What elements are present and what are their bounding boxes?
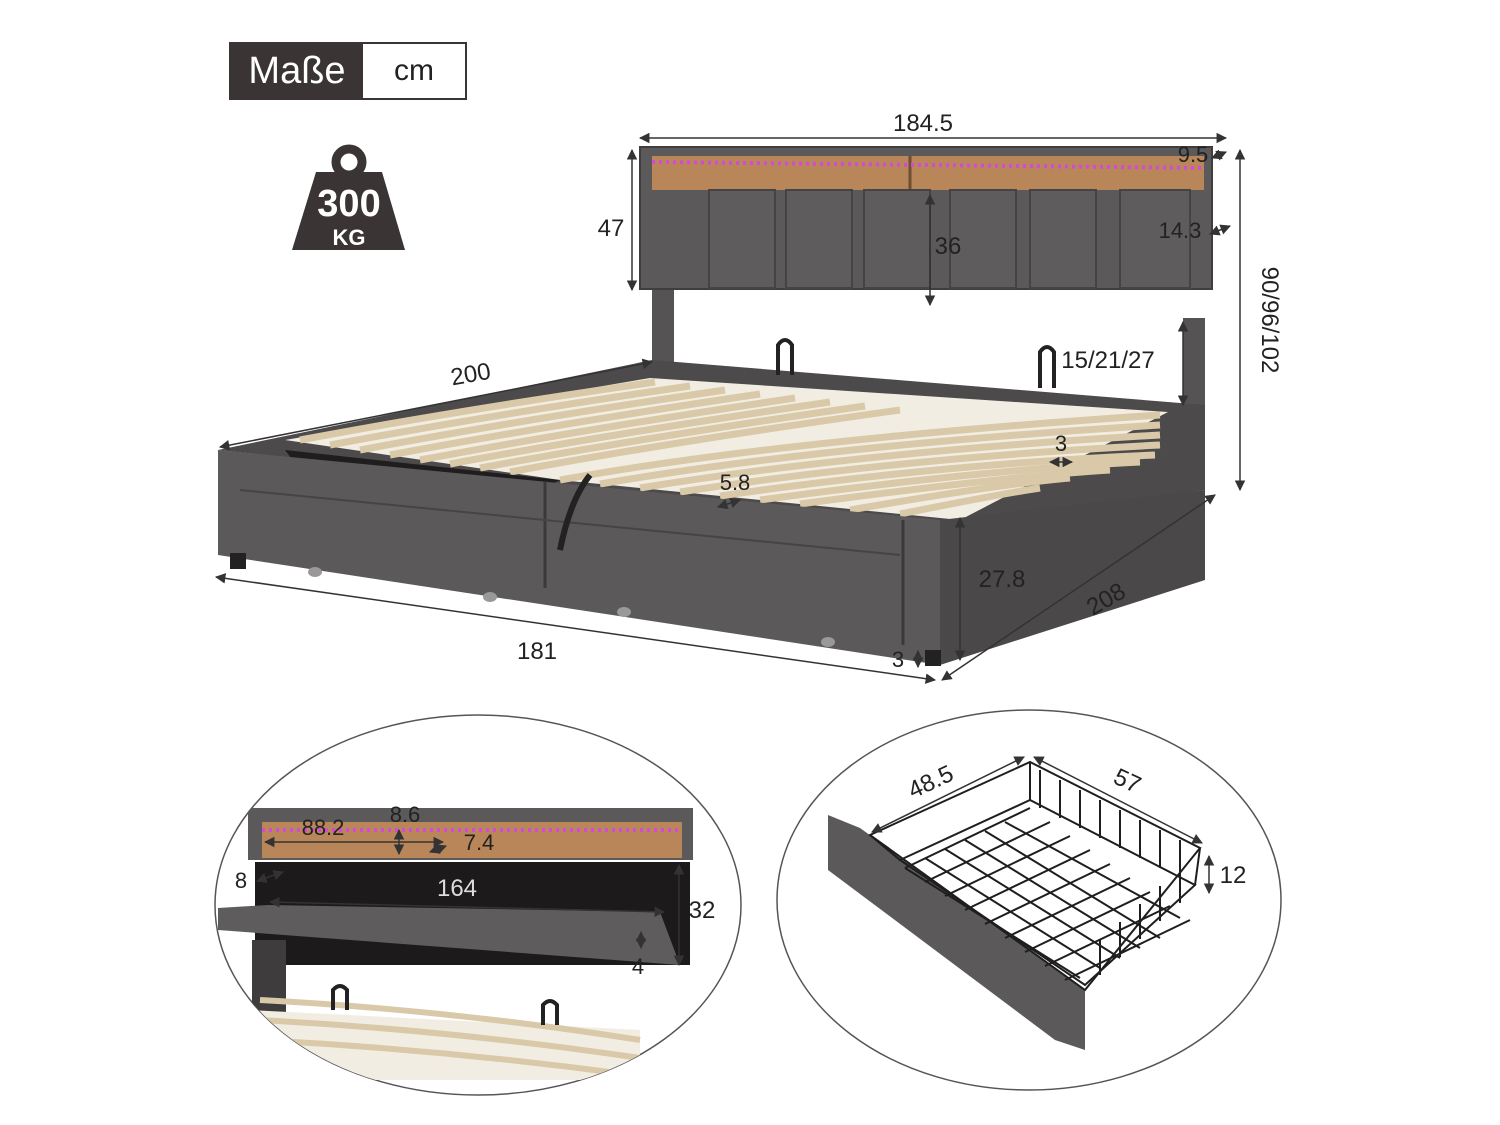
dim-frame-height: 27.8 [979,566,1026,593]
dim-slat-width: 5.8 [720,470,751,495]
dim-front-width: 181 [517,638,557,665]
dim-headboard-depth: 9.5 [1178,142,1209,167]
unit-badge-unit: cm [394,54,434,87]
dim-side-length: 200 [449,358,493,392]
unit-badge-label: Maße [231,44,363,98]
unit-badge: Maße cm [229,42,467,100]
dim-headboard-height: 47 [598,215,625,242]
dim-lip: 4 [632,954,644,979]
dim-shelf-inner-depth: 7.4 [464,830,495,855]
dim-storage-height: 32 [689,897,716,924]
weight-unit: KG [333,225,366,250]
dimension-lines [214,132,1246,684]
detail-headboard-storage: 88.2 8.6 7.4 8 164 32 4 [214,714,742,1096]
weight-value: 300 [317,183,380,225]
dim-shelf-depth: 14.3 [1159,218,1202,243]
detail-drawer: 48.5 57 12 [776,709,1282,1091]
weight-icon: 300 KG [292,144,405,250]
dim-shelf-height: 8.6 [390,802,421,827]
dim-storage-depth: 8 [235,868,247,893]
dim-total-height: 90/96/102 [1256,267,1283,374]
dim-lift-height: 15/21/27 [1061,347,1154,374]
dim-slat-gap: 3 [1055,431,1067,456]
dim-floor-clearance: 3 [892,647,904,672]
dim-storage-length: 164 [437,875,477,902]
dim-drawer-height: 12 [1220,862,1247,889]
dim-panel-height: 36 [935,233,962,260]
dim-headboard-width: 184.5 [893,110,953,137]
dim-shelf-length: 88.2 [302,815,345,840]
bed-main [218,146,1213,666]
